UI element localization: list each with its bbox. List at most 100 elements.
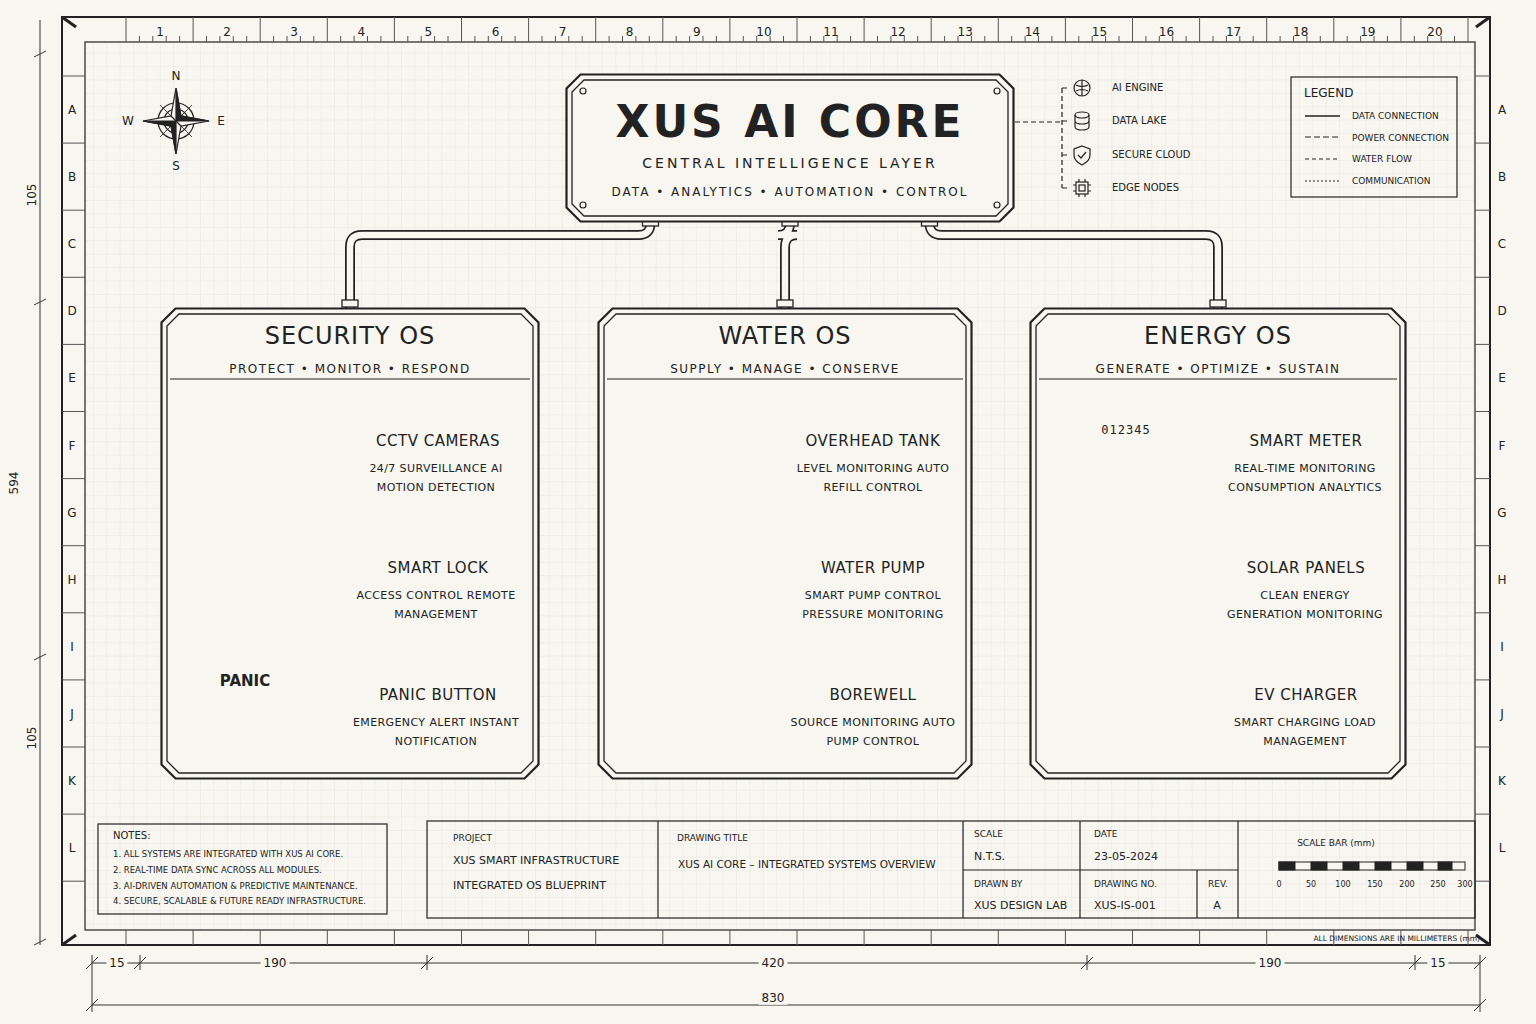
grid-column-number: 12 (890, 25, 905, 39)
note: 1. ALL SYSTEMS ARE INTEGRATED WITH XUS A… (113, 849, 343, 859)
ruler-tick (743, 36, 744, 42)
compass-letter: W (122, 114, 134, 128)
ruler-tick (152, 36, 153, 42)
ruler-tick (689, 36, 690, 42)
grid-row-letter: D (1497, 304, 1506, 318)
dimension-lines (34, 20, 1486, 1012)
ruler-tick (62, 277, 85, 278)
ruler-tick (1132, 930, 1133, 945)
ruler-tick (62, 411, 85, 412)
device-item: SMART METERREAL-TIME MONITORING CONSUMPT… (1045, 396, 1391, 512)
ruler-tick (62, 881, 85, 882)
grid-row-letter: I (70, 640, 74, 654)
node-text: GENERATE • OPTIMIZE • SUSTAIN (1029, 362, 1407, 376)
device-item: EV CHARGERSMART CHARGING LOAD MANAGEMENT (1045, 650, 1391, 766)
ruler-tick (488, 36, 489, 42)
ruler-tick (1065, 17, 1066, 42)
dimension: 420 (759, 956, 788, 970)
outer-border (1031, 309, 1406, 779)
ruler-tick (62, 814, 85, 815)
ruler-tick (1475, 881, 1490, 882)
ruler-tick (609, 36, 610, 42)
bolt (994, 202, 1000, 208)
node-title: WATER PUMP (789, 553, 957, 583)
ruler-tick (984, 36, 985, 42)
grid-column-number: 16 (1159, 25, 1174, 39)
grid-row-letter: L (69, 841, 76, 855)
ruler-tick (729, 17, 730, 42)
node-title: BOREWELL (789, 680, 957, 710)
node-text: SOURCE MONITORING AUTO PUMP CONTROL (789, 713, 957, 751)
field-value: INTEGRATED OS BLUEPRINT (453, 879, 606, 892)
ruler-tick (703, 36, 704, 42)
device-item: PANIC BUTTONEMERGENCY ALERT INSTANT NOTI… (176, 650, 524, 766)
grid-row-letter: B (68, 170, 76, 184)
ruler-tick (662, 17, 663, 42)
compass-letter: E (217, 114, 225, 128)
ruler-tick (1475, 679, 1490, 680)
node-text: 24/7 SURVEILLANCE AI MOTION DETECTION (352, 459, 520, 497)
scale-bar (1279, 862, 1465, 870)
header-rule (170, 378, 530, 379)
ruler-tick (1266, 17, 1267, 42)
ruler-tick (998, 930, 999, 945)
dimension: 15 (106, 956, 127, 970)
ruler-tick (931, 930, 932, 945)
ruler-tick (568, 36, 569, 42)
core-service: DATA LAKE (1112, 115, 1166, 127)
outer-border (162, 309, 539, 779)
ruler-tick (327, 17, 328, 42)
ruler-tick (1320, 36, 1321, 42)
os-panel: WATER OSSUPPLY • MANAGE • CONSERVEOVERHE… (597, 307, 973, 780)
grid-row-letter: G (1497, 505, 1506, 519)
grid-row-letter: F (1499, 438, 1506, 452)
ruler-tick (313, 36, 314, 42)
ruler-tick (1199, 17, 1200, 42)
grid-column-number: 11 (823, 25, 838, 39)
ruler-tick (1078, 36, 1079, 42)
node-text: CENTRAL INTELLIGENCE LAYER (565, 155, 1015, 171)
ruler-tick (582, 36, 583, 42)
ruler-tick (797, 930, 798, 945)
field-caption: DATE (1094, 829, 1117, 840)
node-title: ENERGY OS (1029, 321, 1407, 351)
ruler-tick (931, 17, 932, 42)
ruler-tick (1145, 36, 1146, 42)
field-value: XUS-IS-001 (1094, 899, 1156, 912)
grid-column-number: 6 (492, 25, 500, 39)
node-title: SMART METER (1221, 426, 1391, 456)
dimension: 105 (25, 181, 39, 210)
ruler-tick (1475, 210, 1490, 211)
ruler-tick (1011, 36, 1012, 42)
os-panel: SECURITY OSPROTECT • MONITOR • RESPONDCC… (160, 307, 540, 780)
core-services-bracket (1015, 80, 1091, 197)
grid-row-letter: G (67, 505, 76, 519)
legend-entry: COMMUNICATION (1352, 176, 1431, 187)
pipe-inner (930, 221, 1219, 309)
grid-row-letter: B (1498, 170, 1506, 184)
grid-column-number: 15 (1092, 25, 1107, 39)
ruler-tick (394, 17, 395, 42)
field-value: XUS SMART INFRASTRUCTURE (453, 854, 619, 867)
device-item: BOREWELLSOURCE MONITORING AUTO PUMP CONT… (613, 650, 957, 766)
node-title: EV CHARGER (1221, 680, 1391, 710)
ruler-tick (300, 36, 301, 42)
ruler-tick (139, 36, 140, 42)
ruler-tick (1475, 545, 1490, 546)
header-rule (1039, 378, 1397, 379)
grid-column-number: 14 (1025, 25, 1040, 39)
pipe-connector (342, 220, 659, 309)
ruler-tick (555, 36, 556, 42)
note: 2. REAL-TIME DATA SYNC ACROSS ALL MODULE… (113, 865, 322, 875)
scale-number: 0 (1276, 880, 1281, 890)
ruler-tick (1333, 17, 1334, 42)
field-caption: DRAWING TITLE (677, 833, 748, 844)
ruler-tick (327, 930, 328, 945)
device-item: OVERHEAD TANKLEVEL MONITORING AUTO REFIL… (613, 396, 957, 512)
bolt (580, 202, 586, 208)
dimension: 15 (1427, 956, 1448, 970)
title-block (98, 821, 1475, 918)
grid-row-letter: C (68, 237, 76, 251)
ruler-tick (850, 36, 851, 42)
ruler-tick (474, 36, 475, 42)
